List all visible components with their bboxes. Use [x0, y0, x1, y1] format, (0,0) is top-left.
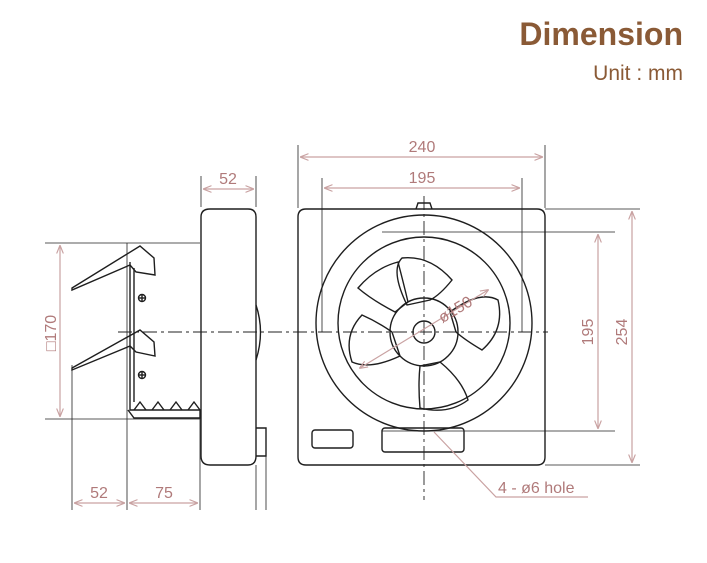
overall-width-label: 240 [409, 139, 436, 156]
unit-label: Unit : mm [593, 62, 683, 85]
side-view: 52 [200, 171, 267, 510]
bottom-right-dim-label: 75 [155, 485, 173, 502]
front-view: 240 195 195 254 ø150 [297, 139, 640, 500]
overall-height-label: 254 [614, 319, 631, 346]
inner-width-label: 195 [409, 170, 436, 187]
inner-height-label: 195 [580, 319, 597, 346]
side-depth-label: 52 [219, 171, 237, 188]
hole-note-label: 4 - ø6 hole [498, 480, 575, 497]
bracket-view: □170 52 75 [43, 242, 201, 510]
bottom-left-dim-label: 52 [90, 485, 108, 502]
page-title: Dimension [519, 16, 683, 52]
bracket-size-label: □170 [43, 315, 60, 351]
